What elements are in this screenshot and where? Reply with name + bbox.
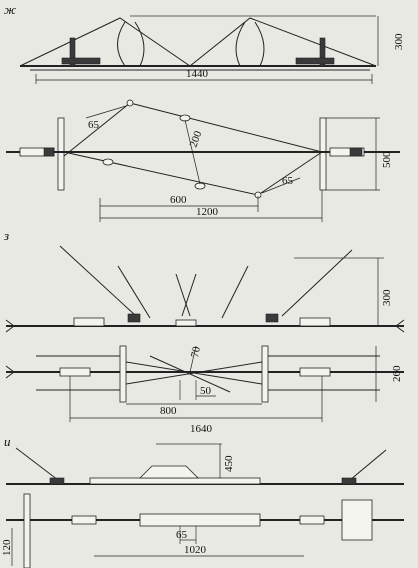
zh-plate-left bbox=[57, 117, 65, 191]
zh-dim-300: 300 bbox=[393, 33, 405, 50]
zh-dim-1200: 1200 bbox=[196, 206, 219, 218]
zh-diag-3 bbox=[63, 151, 259, 196]
zh-insulator-c bbox=[102, 158, 114, 166]
panel-i-mark: и bbox=[4, 434, 11, 449]
panel-z-plan-view: 70 260 50 800 1640 bbox=[5, 345, 404, 435]
zh-fitting-right bbox=[329, 147, 365, 157]
z-dim-800: 800 bbox=[160, 405, 177, 417]
i-plate-left bbox=[23, 493, 31, 568]
i-body-base bbox=[89, 477, 261, 485]
panel-zh-plan-view: 65 200 500 65 600 1200 bbox=[6, 99, 400, 222]
z-susp-1 bbox=[59, 245, 137, 317]
z-wire-end-l1 bbox=[5, 365, 15, 373]
z-fitting-2 bbox=[127, 313, 141, 323]
zh-dim-500: 500 bbox=[381, 151, 393, 168]
z-susp-4 bbox=[181, 273, 197, 317]
z-plate-left bbox=[119, 345, 127, 403]
panel-i-side-view: и 450 bbox=[4, 434, 404, 485]
z-cross-2 bbox=[125, 361, 263, 385]
zh-dim-65b-leader bbox=[261, 177, 301, 194]
z-fitting-5 bbox=[299, 317, 331, 327]
i-dim-65: 65 bbox=[176, 529, 188, 541]
i-clamp-left bbox=[49, 477, 65, 485]
z-dim-50: 50 bbox=[200, 385, 212, 397]
i-clamp-right bbox=[341, 477, 357, 485]
zh-fitting-right-dark bbox=[349, 147, 363, 157]
zh-hanger-1 bbox=[117, 21, 126, 67]
z-rail-end-l1 bbox=[5, 319, 15, 327]
panel-z-mark: з bbox=[3, 228, 9, 243]
z-dim-300: 300 bbox=[381, 289, 393, 306]
zh-dim-200: 200 bbox=[188, 129, 205, 149]
z-fitting-right bbox=[299, 367, 331, 377]
zh-hanger-3 bbox=[235, 21, 246, 67]
panel-zh-mark: ж bbox=[4, 2, 16, 17]
i-fitting-right bbox=[299, 515, 325, 525]
z-dim-70: 70 bbox=[189, 345, 203, 358]
zh-clamp-right bbox=[295, 57, 335, 65]
z-wire-end-l2 bbox=[5, 371, 15, 379]
zh-dim-65a: 65 bbox=[88, 119, 100, 131]
i-plate-right bbox=[341, 499, 373, 541]
z-dim-70-leader bbox=[189, 345, 197, 373]
zh-hanger-2 bbox=[134, 21, 145, 67]
z-rail-end-r1 bbox=[395, 319, 405, 327]
i-fitting-left bbox=[71, 515, 97, 525]
zh-plate-right bbox=[319, 117, 327, 191]
zh-dim-1440: 1440 bbox=[186, 68, 209, 80]
z-susp-5 bbox=[221, 265, 249, 319]
i-center-body bbox=[139, 513, 261, 527]
z-fitting-3 bbox=[175, 319, 197, 327]
zh-dim-600: 600 bbox=[170, 194, 187, 206]
zh-diag-4 bbox=[257, 151, 323, 196]
panel-i-plan-view: 120 65 1020 bbox=[1, 493, 404, 568]
z-fitting-1 bbox=[73, 317, 105, 327]
panel-z-side-view: з 300 bbox=[3, 228, 405, 333]
i-dim-1020: 1020 bbox=[184, 544, 207, 556]
zh-diag-1 bbox=[63, 102, 131, 157]
z-dim-1640: 1640 bbox=[190, 423, 213, 435]
z-rail-end-r2 bbox=[395, 325, 405, 333]
z-susp-2 bbox=[117, 265, 151, 319]
zh-insulator-right bbox=[319, 37, 326, 67]
z-fitting-left bbox=[59, 367, 91, 377]
zh-insulator-left bbox=[69, 37, 76, 67]
i-dim-450: 450 bbox=[223, 455, 235, 472]
zh-tension-wires bbox=[19, 17, 377, 67]
i-susp-right bbox=[349, 449, 387, 481]
panel-zh-side-view: ж 300 1440 bbox=[4, 2, 405, 84]
z-cross-3 bbox=[149, 355, 231, 393]
zh-diag-2 bbox=[129, 102, 323, 153]
zh-anchor-top bbox=[126, 99, 134, 107]
z-rail-end-l2 bbox=[5, 325, 15, 333]
z-susp-6 bbox=[281, 249, 353, 317]
z-dim-260: 260 bbox=[391, 365, 403, 382]
zh-dim-65b: 65 bbox=[282, 175, 294, 187]
z-susp-3 bbox=[175, 273, 191, 317]
z-fitting-4 bbox=[265, 313, 279, 323]
i-dim-120: 120 bbox=[1, 539, 13, 556]
zh-fitting-left-dark bbox=[43, 147, 55, 157]
zh-hanger-4 bbox=[254, 21, 265, 67]
zh-dim-65a-leader bbox=[85, 105, 127, 119]
i-susp-left bbox=[15, 447, 59, 481]
i-body-top bbox=[139, 465, 199, 479]
zh-dim-200-line bbox=[184, 119, 201, 185]
z-plate-right bbox=[261, 345, 269, 403]
zh-clamp-left bbox=[61, 57, 101, 65]
